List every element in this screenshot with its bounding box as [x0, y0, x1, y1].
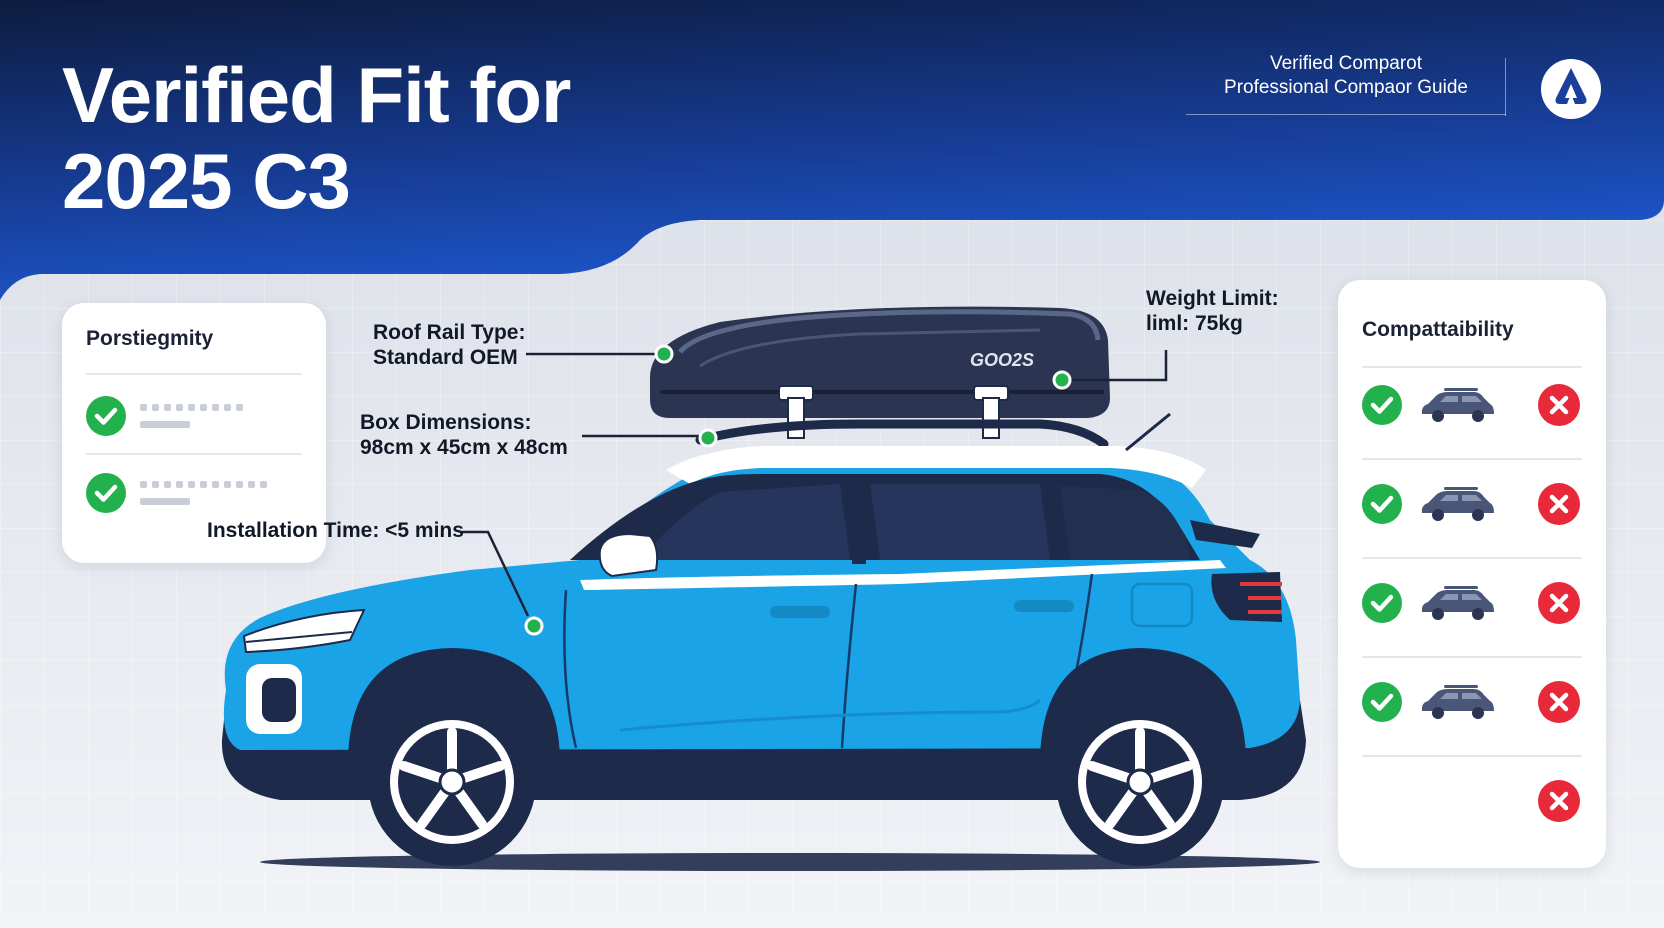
- cross-icon: [1538, 483, 1580, 525]
- cross-icon: [1538, 384, 1580, 426]
- cross-icon: [1538, 681, 1580, 723]
- box-dimensions-callout: Box Dimensions: 98cm x 45cm x 48cm: [360, 410, 568, 460]
- roof-box: GOO2S: [649, 306, 1110, 418]
- check-icon: [1362, 484, 1402, 524]
- cross-icon: [1538, 582, 1580, 624]
- weight-limit-label: Weight Limit:: [1146, 287, 1279, 310]
- check-icon: [1362, 583, 1402, 623]
- features-card: Porstiegmity: [62, 303, 326, 563]
- badge-line-1: Verified Comparot: [1269, 53, 1423, 74]
- features-card-title: Porstiegmity: [86, 327, 214, 350]
- title-line-1: Verified Fit for: [62, 51, 571, 139]
- card-divider: [1362, 366, 1582, 368]
- car-icon: [1418, 584, 1496, 622]
- installation-time-text: Installation Time: <5 mins: [207, 519, 464, 542]
- badge-line-2: Professional Compaor Guide: [1224, 77, 1468, 98]
- placeholder-text: [140, 481, 267, 488]
- compatibility-card-title: Compattaibility: [1362, 318, 1514, 341]
- roof-rail-label: Roof Rail Type:: [373, 321, 526, 344]
- box-dimensions-label: Box Dimensions:: [360, 411, 532, 434]
- check-icon: [86, 473, 126, 513]
- car-body: [221, 412, 1306, 800]
- cross-icon: [1538, 780, 1580, 822]
- roof-rail-value: Standard OEM: [373, 346, 518, 369]
- card-divider: [86, 373, 302, 375]
- installation-time-callout: Installation Time: <5 mins: [207, 518, 464, 543]
- front-wheel: [368, 698, 536, 866]
- card-divider: [1362, 557, 1582, 559]
- page-title: Verified Fit for 2025 C3: [62, 51, 571, 225]
- placeholder-text: [140, 498, 190, 505]
- placeholder-text: [140, 404, 243, 411]
- card-divider: [1362, 755, 1582, 757]
- compatibility-card: Compattaibility: [1338, 280, 1606, 868]
- weight-limit-callout: Weight Limit: liml: 75kg: [1146, 286, 1279, 336]
- roof-box-brand: GOO2S: [970, 350, 1034, 370]
- badge-divider: [1505, 58, 1506, 116]
- card-divider: [1362, 458, 1582, 460]
- car-icon: [1418, 386, 1496, 424]
- title-line-2: 2025 C3: [62, 137, 351, 225]
- roof-rail-callout: Roof Rail Type: Standard OEM: [373, 320, 525, 370]
- card-divider: [86, 453, 302, 455]
- verified-badge: Verified Comparot Professional Compaor G…: [1186, 52, 1506, 115]
- brand-logo-icon: [1541, 59, 1601, 119]
- check-icon: [1362, 682, 1402, 722]
- check-icon: [86, 396, 126, 436]
- box-dimensions-value: 98cm x 45cm x 48cm: [360, 436, 568, 459]
- weight-limit-value: liml: 75kg: [1146, 312, 1243, 335]
- car-icon: [1418, 485, 1496, 523]
- placeholder-text: [140, 421, 190, 428]
- card-divider: [1362, 656, 1582, 658]
- rear-wheel: [1056, 698, 1224, 866]
- callout-leaders: [462, 344, 1168, 636]
- ground-shadow: [260, 853, 1320, 871]
- check-icon: [1362, 385, 1402, 425]
- car-icon: [1418, 683, 1496, 721]
- roof-rail-clamps: [695, 385, 1109, 449]
